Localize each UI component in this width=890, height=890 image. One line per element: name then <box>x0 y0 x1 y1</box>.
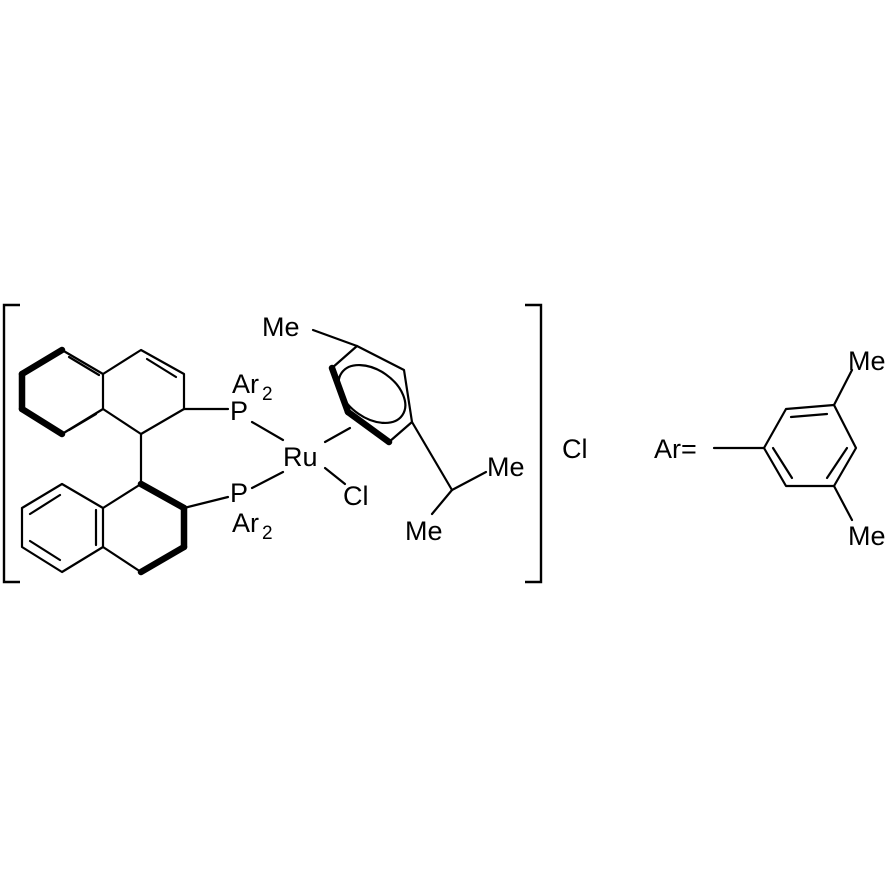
label-ar-upper-subscript: 2 <box>262 384 273 405</box>
left-bracket <box>2 303 20 584</box>
p-cymene-ring <box>328 344 414 446</box>
label-cl-ligand: Cl <box>343 481 369 511</box>
bond-ru-cl <box>323 466 347 486</box>
upper-naphthalene <box>18 346 186 438</box>
bond-xylyl-me-top <box>832 368 854 407</box>
label-xylyl-me-bottom: Me <box>848 521 886 551</box>
label-counterion-cl: Cl <box>562 434 588 464</box>
label-me-isopropyl-right: Me <box>487 452 525 482</box>
label-p-upper: P <box>230 396 248 426</box>
label-ru: Ru <box>283 442 318 472</box>
label-me-isopropyl-lower: Me <box>405 516 443 546</box>
right-bracket <box>525 303 543 584</box>
bond-p-ru-lower <box>250 470 285 490</box>
xylyl-ring <box>762 403 858 488</box>
bond-isopropyl <box>410 420 454 492</box>
bond-p-ru-upper <box>250 420 285 442</box>
bond-isopropyl-me-lower <box>430 488 454 516</box>
bond-isopropyl-me-right <box>450 470 488 492</box>
bond-methyl <box>311 328 359 348</box>
label-p-lower: P <box>230 478 248 508</box>
label-ar-lower-subscript: 2 <box>262 523 273 544</box>
label-xylyl-me-top: Me <box>848 346 886 376</box>
lower-naphthalene <box>20 480 188 576</box>
label-ar-definition: Ar= <box>654 434 697 464</box>
bond-c-p-lower <box>182 495 230 510</box>
label-ar-upper: Ar <box>232 369 259 399</box>
bond-xylyl-me-bottom <box>832 484 854 522</box>
bond-ru-arene <box>323 426 352 444</box>
label-me-toluene: Me <box>262 312 300 342</box>
label-ar-lower: Ar <box>232 508 259 538</box>
